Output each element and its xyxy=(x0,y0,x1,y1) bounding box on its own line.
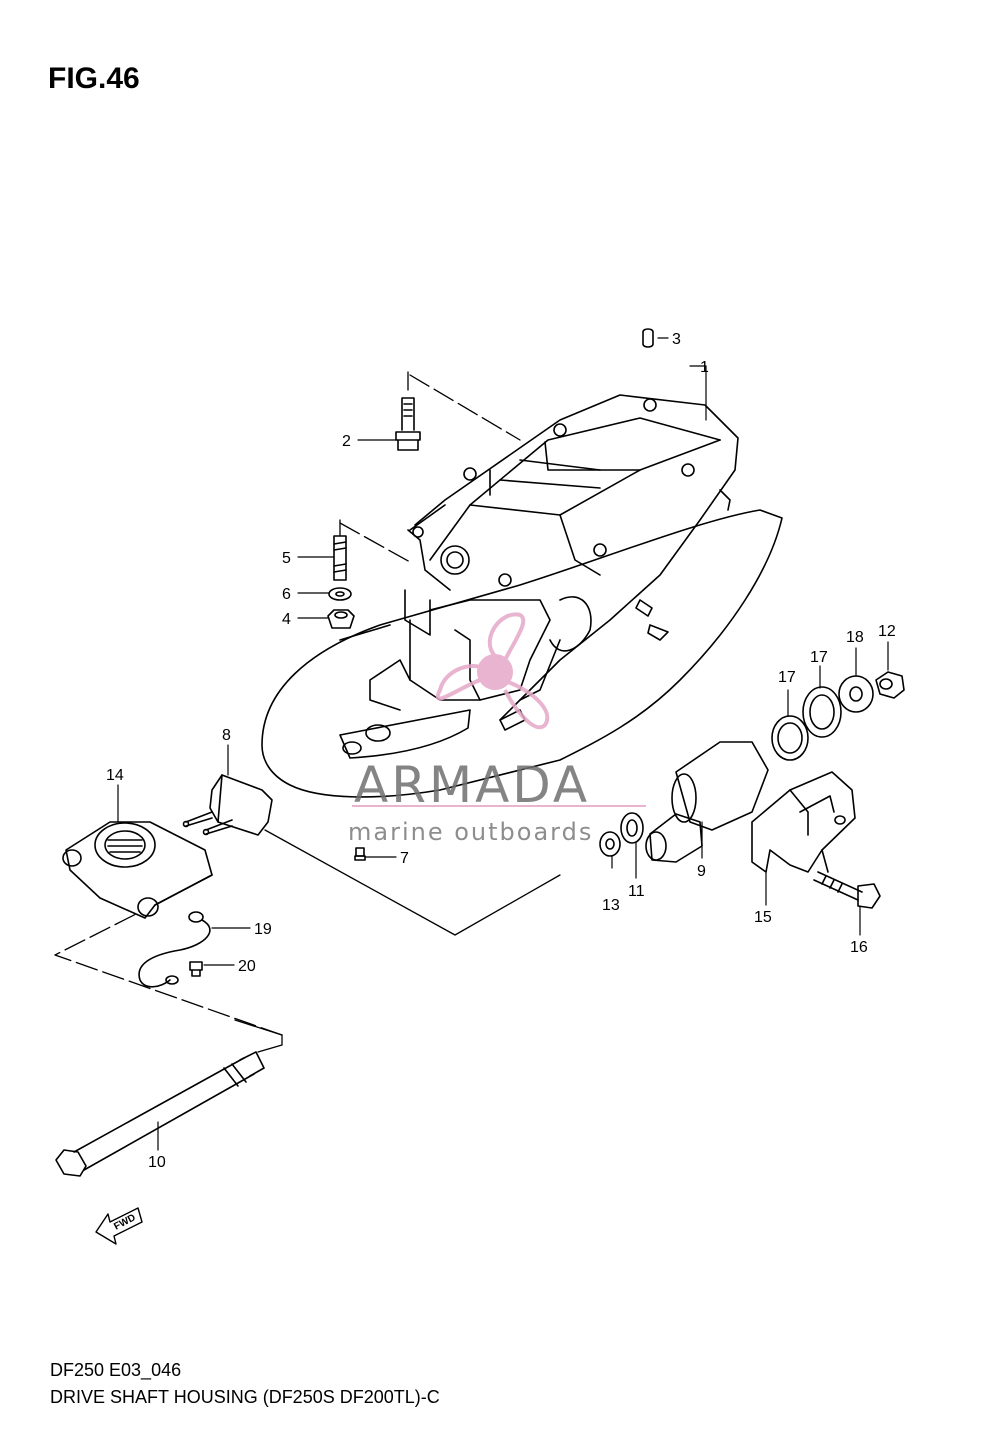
washer-part-17a xyxy=(771,715,809,761)
callout-3: 3 xyxy=(672,331,681,348)
washer-part-17b xyxy=(802,686,842,738)
callout-8: 8 xyxy=(222,727,231,744)
callout-16: 16 xyxy=(850,939,868,956)
washer-part-13 xyxy=(599,831,621,857)
callout-11: 11 xyxy=(628,883,645,900)
figure-title: FIG.46 xyxy=(48,62,140,95)
watermark: ARMADA marine outboards xyxy=(348,612,646,846)
screw-part-20 xyxy=(189,961,203,977)
callout-10: 10 xyxy=(148,1154,166,1171)
pin-part-3 xyxy=(642,328,654,348)
drawing-code: DF250 E03_046 xyxy=(50,1360,182,1380)
watermark-brand: ARMADA xyxy=(354,756,590,814)
ground-wire-part-19 xyxy=(138,911,211,988)
callout-14: 14 xyxy=(106,767,124,784)
callout-15: 15 xyxy=(754,909,772,926)
watermark-tagline: marine outboards xyxy=(348,818,593,846)
callout-7: 7 xyxy=(400,850,409,867)
washer-part-6 xyxy=(328,587,352,601)
callout-18: 18 xyxy=(846,629,864,646)
callout-6: 6 xyxy=(282,586,291,603)
callout-12: 12 xyxy=(878,623,896,640)
nut-part-12 xyxy=(875,671,905,699)
fwd-arrow-icon xyxy=(95,1207,143,1245)
drawing-caption: DRIVE SHAFT HOUSING (DF250S DF200TL)-C xyxy=(50,1387,440,1407)
long-bolt-part-10 xyxy=(55,1051,265,1177)
callout-17b: 17 xyxy=(810,649,828,666)
callout-5: 5 xyxy=(282,550,291,567)
mount-rubber-part-9 xyxy=(645,741,769,863)
screw-part-7 xyxy=(354,847,366,861)
callout-17a: 17 xyxy=(778,669,796,686)
callout-leaders xyxy=(117,337,889,1151)
washer-part-11 xyxy=(620,812,644,844)
bolt-part-16 xyxy=(813,871,881,909)
callout-13: 13 xyxy=(602,897,620,914)
watermark-logo-icon xyxy=(435,612,550,730)
callout-2: 2 xyxy=(342,433,351,450)
mount-part-8 xyxy=(182,774,273,836)
callout-numbers: 1 2 3 4 5 6 7 8 9 10 11 12 13 14 15 16 1… xyxy=(106,331,896,1171)
callout-1: 1 xyxy=(700,359,709,376)
nut-part-4 xyxy=(327,609,355,629)
washer-part-18 xyxy=(838,675,874,713)
bolt-part-2 xyxy=(395,397,421,451)
callout-9: 9 xyxy=(697,863,706,880)
cover-part-15 xyxy=(751,771,856,873)
callout-20: 20 xyxy=(238,958,256,975)
stud-part-5 xyxy=(333,535,347,581)
clamp-bracket-part-14 xyxy=(62,821,213,919)
leader-lines xyxy=(54,374,521,1036)
drive-shaft-housing xyxy=(261,394,783,798)
callout-4: 4 xyxy=(282,611,291,628)
callout-19: 19 xyxy=(254,921,272,938)
